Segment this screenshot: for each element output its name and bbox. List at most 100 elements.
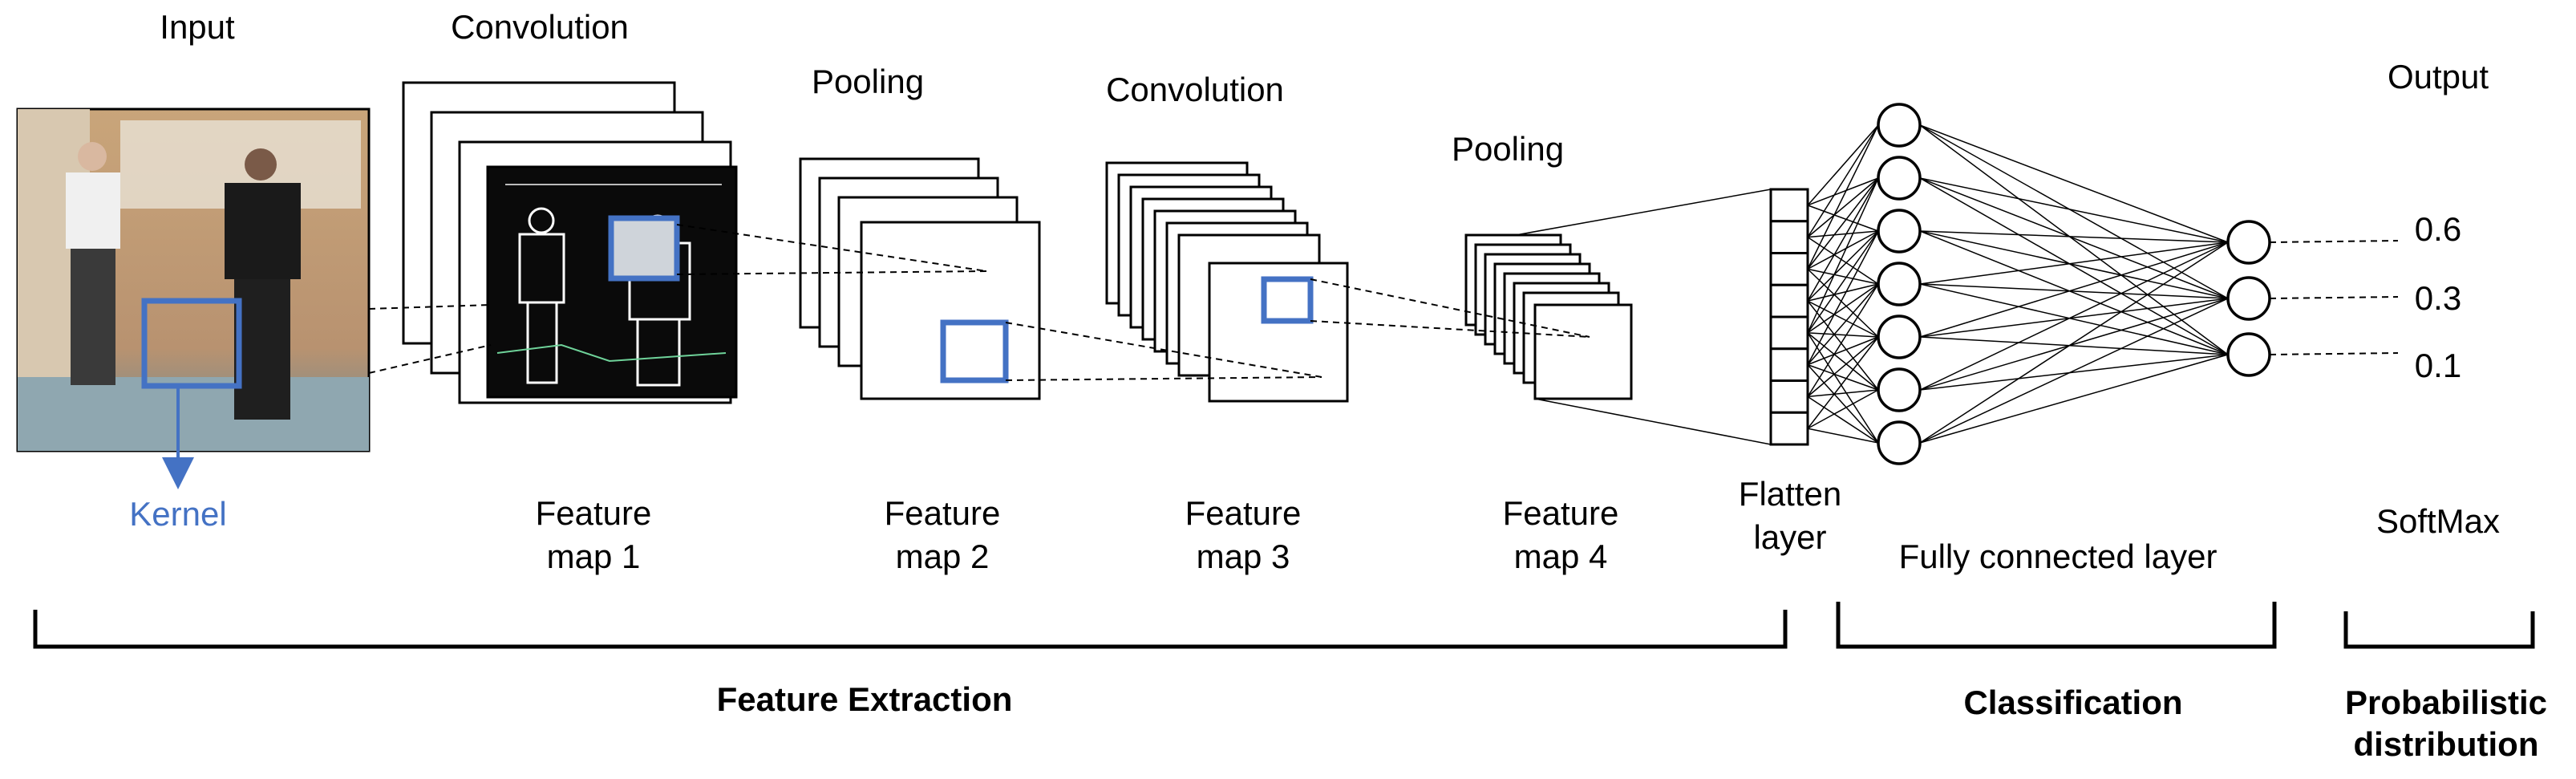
connection-line xyxy=(1807,177,1879,302)
feature-map-3-label-b: map 3 xyxy=(1197,538,1290,575)
output-dash xyxy=(2269,240,2399,243)
connection-line xyxy=(1807,177,1879,270)
link-fm2-fm3-a xyxy=(1005,322,1322,378)
feature-extraction-title: Feature Extraction xyxy=(717,680,1013,718)
output-node xyxy=(2226,332,2271,377)
connection-line xyxy=(1807,124,1879,238)
fc-connections xyxy=(1807,124,2399,444)
connection-line xyxy=(1807,283,1879,366)
connection-line xyxy=(1807,283,1879,397)
connection-line xyxy=(1919,298,2229,444)
connection-line xyxy=(1807,300,1879,338)
flatten-cell xyxy=(1769,220,1809,254)
output-values: 0.6 0.3 0.1 xyxy=(2415,210,2461,384)
connection-line xyxy=(1919,177,2229,355)
flatten-cell xyxy=(1769,188,1809,223)
connection-line xyxy=(1807,205,1879,232)
connection-line xyxy=(1807,230,1879,238)
connection-line xyxy=(1919,283,2229,355)
kernel-box xyxy=(141,298,242,389)
output-node xyxy=(2226,220,2271,265)
fully-connected-label: Fully connected layer xyxy=(1899,538,2218,575)
flatten-cell xyxy=(1769,379,1809,414)
connection-line xyxy=(1919,124,2229,243)
connection-line xyxy=(1807,389,1879,429)
output-dash xyxy=(2269,296,2399,299)
flatten-label-b: layer xyxy=(1753,518,1826,556)
feature-map-3-label-a: Feature xyxy=(1185,494,1302,532)
output-value: 0.1 xyxy=(2415,347,2461,384)
probabilistic-brace xyxy=(2343,611,2535,649)
connection-line xyxy=(1807,428,1879,444)
convolution-1-label: Convolution xyxy=(451,8,629,46)
hidden-node xyxy=(1877,314,1922,359)
feature-map-4-label-a: Feature xyxy=(1503,494,1619,532)
connection-line xyxy=(1919,241,2229,285)
flatten-cell xyxy=(1769,315,1809,351)
link-fm3-fm4-a xyxy=(1310,278,1590,338)
feature-map-2-label-a: Feature xyxy=(885,494,1001,532)
connection-line xyxy=(1919,124,2229,355)
connection-line xyxy=(1919,230,2229,243)
feature-extraction-brace xyxy=(33,610,1788,649)
connection-line xyxy=(1919,354,2229,391)
feature-map-4-stack xyxy=(1464,233,1633,400)
feature-map-2-label-b: map 2 xyxy=(896,538,990,575)
hidden-node xyxy=(1877,103,1922,148)
input-label: Input xyxy=(160,8,235,46)
feature-map-1-label-a: Feature xyxy=(536,494,652,532)
connection-line xyxy=(1807,283,1879,334)
flatten-cell xyxy=(1769,411,1809,446)
link-fm1-fm2-a xyxy=(676,224,987,272)
connection-line xyxy=(1807,177,1879,238)
connection-line xyxy=(1919,230,2229,355)
flatten-cell xyxy=(1769,347,1809,382)
connection-line xyxy=(1807,336,1879,366)
connection-line xyxy=(1919,336,2229,355)
connection-line xyxy=(1807,177,1879,334)
probabilistic-title-a: Probabilistic xyxy=(2345,684,2547,721)
classification-title: Classification xyxy=(1963,684,2182,721)
connection-line xyxy=(1919,124,2229,299)
pooling-2-label: Pooling xyxy=(1452,130,1564,168)
feature-map-1-label-b: map 1 xyxy=(547,538,641,575)
link-in-fm1-a xyxy=(368,304,492,310)
connection-line xyxy=(1807,230,1879,365)
connection-line xyxy=(1919,177,2229,243)
convolution-2-label: Convolution xyxy=(1106,71,1284,108)
connection-line xyxy=(1807,230,1879,334)
connection-line xyxy=(1919,298,2229,391)
feature-map-4-label-b: map 4 xyxy=(1514,538,1608,575)
output-value: 0.6 xyxy=(2415,210,2461,248)
connection-line xyxy=(1807,363,1879,391)
connection-line xyxy=(1807,124,1879,206)
flatten-cell xyxy=(1769,283,1809,318)
flatten-cell xyxy=(1769,252,1809,286)
output-dash xyxy=(2269,352,2399,355)
connection-line xyxy=(1919,177,2229,299)
hidden-node xyxy=(1877,156,1922,201)
connection-line xyxy=(1919,241,2229,444)
connection-line xyxy=(1807,124,1879,270)
hidden-node xyxy=(1877,262,1922,306)
connection-line xyxy=(1807,268,1879,285)
connection-line xyxy=(1807,396,1879,444)
flatten-layer xyxy=(1769,188,1809,446)
connection-line xyxy=(1919,298,2229,338)
kernel-label: Kernel xyxy=(129,495,226,533)
connection-line xyxy=(1807,283,1879,302)
softmax-label: SoftMax xyxy=(2376,502,2500,540)
connection-line xyxy=(1807,268,1879,338)
connection-line xyxy=(1807,230,1879,302)
fc-nodes xyxy=(1877,103,2271,465)
output-label: Output xyxy=(2388,58,2489,95)
hidden-node xyxy=(1877,209,1922,254)
connection-line xyxy=(1919,283,2229,299)
link-fm4-flatten-top xyxy=(1515,189,1772,236)
link-in-fm1-b xyxy=(368,344,492,374)
connection-line xyxy=(1807,336,1879,397)
hidden-node xyxy=(1877,420,1922,465)
hidden-node xyxy=(1877,367,1922,412)
connection-line xyxy=(1919,230,2229,299)
